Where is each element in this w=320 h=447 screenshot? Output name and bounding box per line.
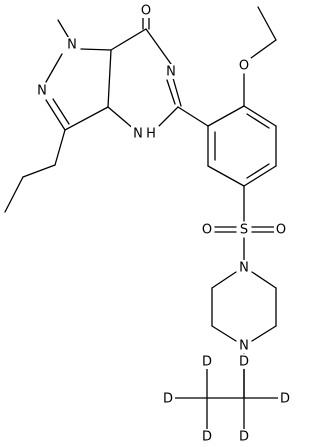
bond-ar-5 — [207, 165, 245, 187]
bond-ar-inner-2 — [246, 163, 270, 179]
atom-n-h-h: H — [146, 127, 156, 142]
structure-canvas: O N N N N H O S O O N N D D D D D D — [4, 3, 292, 445]
bond-c5-phenyl — [177, 106, 209, 127]
atom-s: S — [240, 223, 248, 238]
atom-o-sulfonyl-right: O — [276, 223, 286, 238]
bond-pip-4 — [251, 271, 277, 289]
bond-pip-3 — [211, 325, 237, 342]
bond-n6-c5-b — [166, 79, 176, 105]
bond-ar-2 — [243, 105, 277, 127]
bond-n2-c3-a — [45, 99, 66, 131]
bond-n2-c3-b — [52, 98, 70, 125]
bond-c3a-c7a — [107, 49, 112, 108]
atom-n-h-n: N — [133, 127, 143, 142]
atom-n2: N — [37, 84, 47, 99]
bond-n6-c5-a — [172, 77, 182, 107]
bond-propyl-1 — [54, 129, 66, 166]
bond-ar-1 — [207, 105, 245, 127]
atom-d-cd3-left: D — [163, 392, 173, 407]
atom-o-carbonyl: O — [141, 4, 151, 19]
atom-d-cd3-top: D — [202, 355, 212, 370]
bond-propyl-2 — [22, 164, 56, 178]
bond-lines — [4, 6, 279, 431]
bond-c3-c3a — [64, 106, 109, 131]
bond-pip-6 — [251, 325, 277, 342]
bond-c7-c7a — [110, 28, 147, 51]
bond-ar-4 — [243, 165, 277, 187]
atom-d-cd2-right: D — [280, 392, 290, 407]
bond-ar-inner-1 — [246, 113, 270, 129]
molecule-structure-diagram: O N N N N H O S O O N N D D D D D D — [4, 3, 292, 445]
atom-o-sulfonyl-left: O — [202, 223, 212, 238]
atom-labels: O N N N N H O S O O N N D D D D D D — [35, 3, 292, 445]
bond-propyl-3 — [4, 176, 24, 213]
bond-ch2-ch3 — [257, 6, 277, 41]
bond-c7-n6 — [145, 28, 172, 65]
bond-n1-methyl — [57, 19, 71, 41]
atom-o-ether: O — [239, 59, 249, 74]
atom-n1: N — [67, 38, 77, 53]
bond-pip-1 — [211, 271, 237, 289]
bond-n1-n2 — [45, 53, 63, 83]
atom-d-cd2-bottom: D — [239, 430, 249, 445]
bond-n4-c3a — [107, 106, 136, 131]
bond-c7a-n1 — [80, 48, 112, 51]
atom-d-cd3-bottom: D — [202, 430, 212, 445]
atom-n-piperazine-bottom: N — [239, 339, 249, 354]
atom-n-piperazine-top: N — [239, 261, 249, 276]
atom-d-cd2-top: D — [239, 355, 249, 370]
bond-o-ch2 — [250, 39, 277, 59]
atom-n-imine: N — [166, 65, 176, 80]
